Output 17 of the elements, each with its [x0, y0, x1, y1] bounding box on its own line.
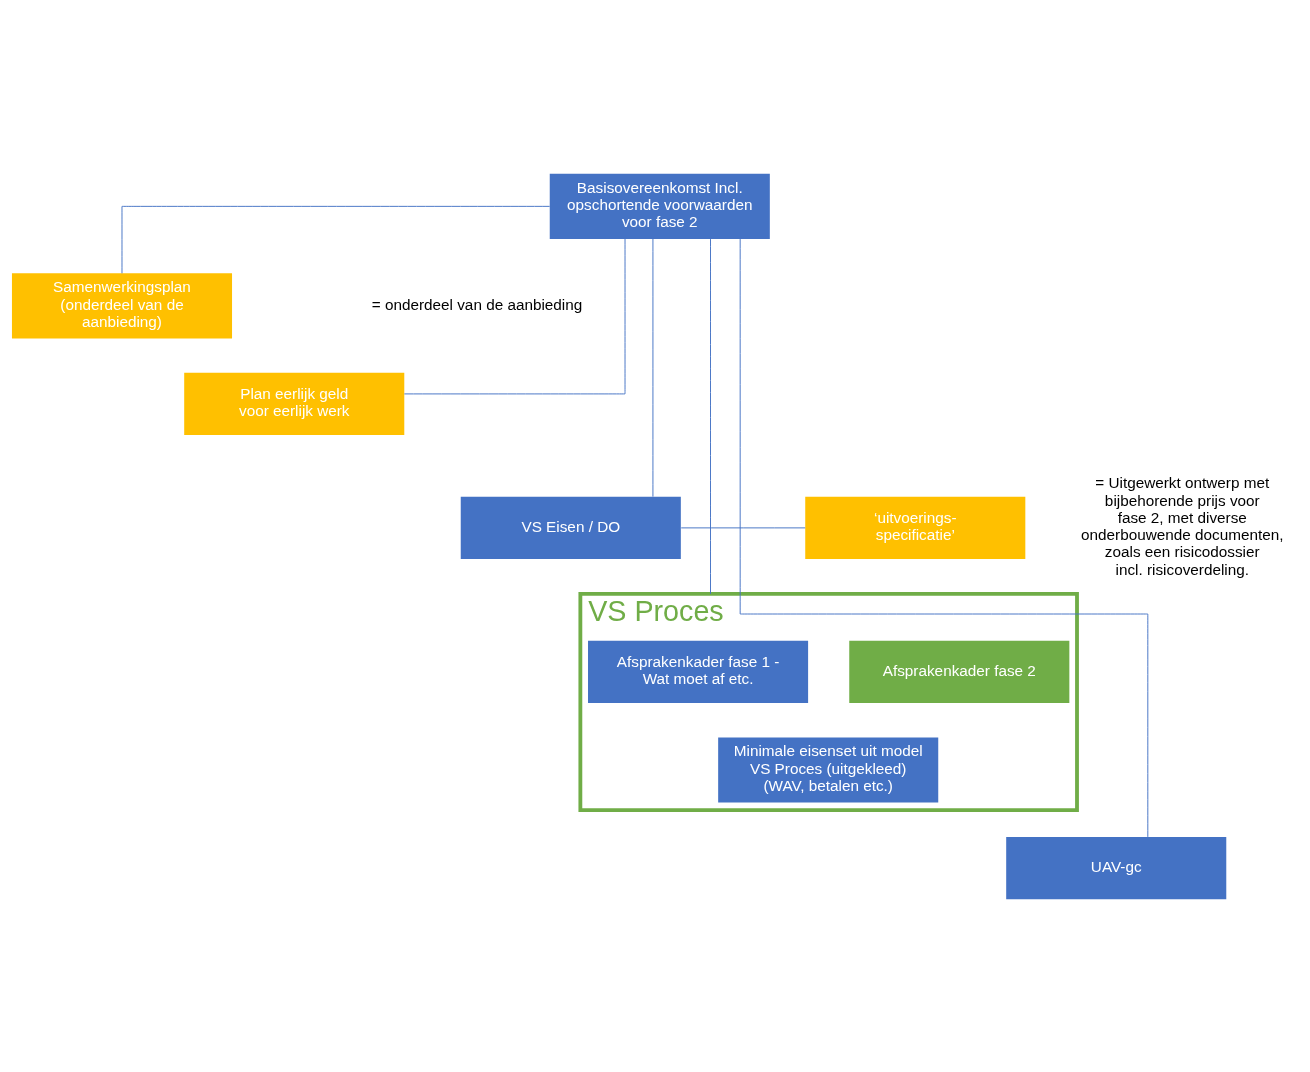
connector	[652, 238, 654, 497]
label: = onderdeel van de aanbieding	[371, 295, 583, 313]
node-box: Plan eerlijk geld voor eerlijk werk	[184, 372, 405, 435]
node-box: VS Eisen / DO	[460, 496, 681, 559]
connector	[680, 526, 806, 528]
label: = Uitgewerkt ontwerp met bijbehorende prijs voor fase 2, met diverse onderbouwende documenten, zoals een risicodossier incl. risicoverdeling.	[1081, 473, 1284, 578]
node-box: UAV-gc	[1006, 836, 1227, 899]
connector	[403, 238, 626, 394]
node-box: Afsprakenkader fase 1 - Wat moet af etc.	[588, 640, 809, 703]
node-box: Samenwerkingsplan (onderdeel van de aanbieding)	[11, 272, 233, 338]
node-box: Minimale eisenset uit model VS Proces (uitgekleed) (WAV, betalen etc.)	[718, 736, 939, 802]
connector	[739, 238, 1149, 837]
connector	[710, 238, 711, 594]
node-box: Basisovereenkomst Incl. opschortende voorwaarden voor fase 2	[549, 173, 770, 239]
node-box: ‘uitvoerings- specificatie’	[805, 496, 1026, 559]
connector	[121, 205, 551, 274]
node-box: Afsprakenkader fase 2	[849, 640, 1070, 703]
